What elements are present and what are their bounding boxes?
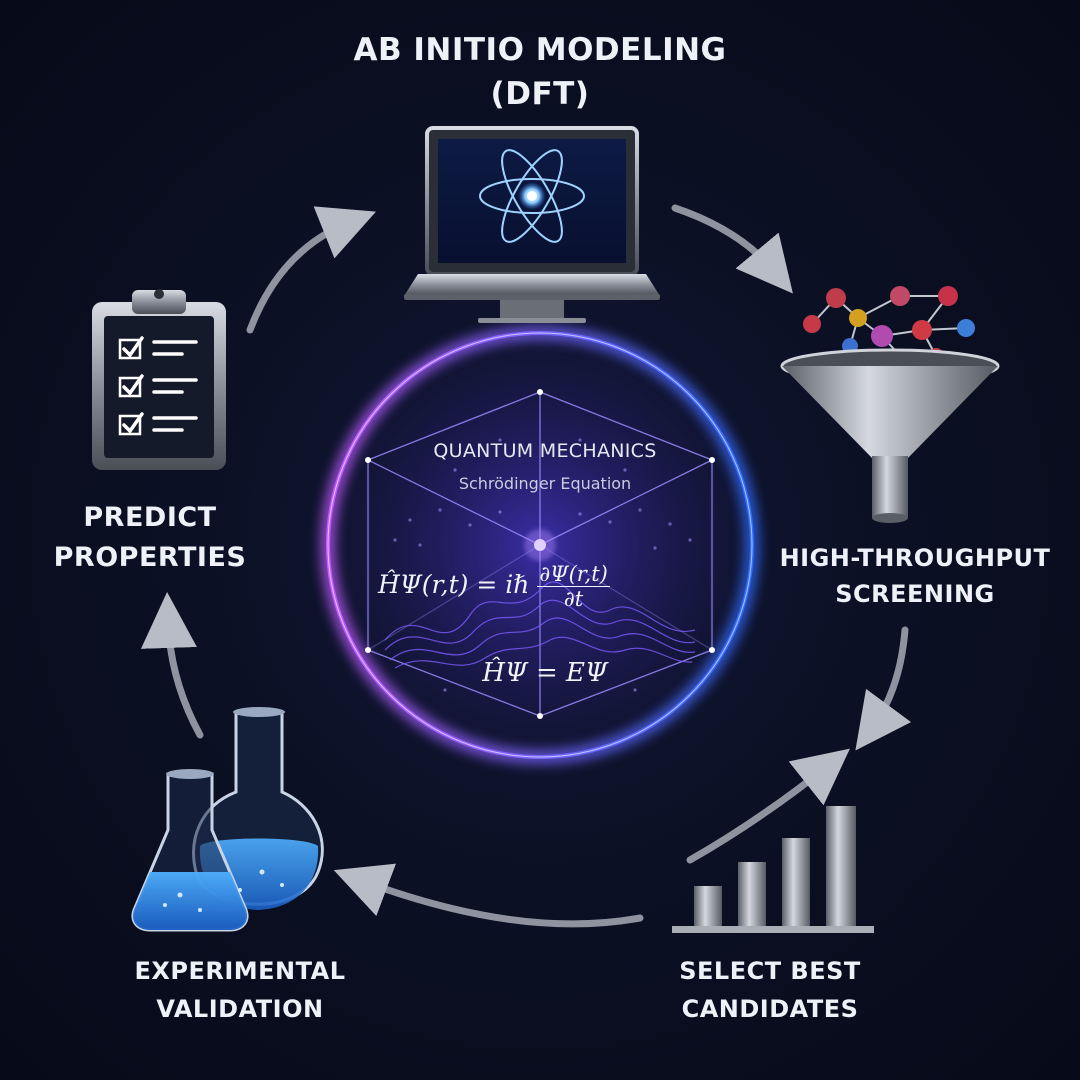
cube-vertices [365, 389, 715, 719]
stage-label-line: (DFT) [490, 76, 590, 112]
cycle-arrows [140, 204, 912, 928]
particle-dots [393, 438, 692, 692]
stage-label-ab-initio: AB INITIO MODELING (DFT) [290, 28, 790, 116]
center-subtitle: Schrödinger Equation [458, 474, 632, 493]
stage-label-line: AB INITIO MODELING [353, 32, 727, 68]
stage-label-screening: HIGH-THROUGHPUT SCREENING [770, 540, 1060, 612]
stage-label-line: VALIDATION [156, 995, 324, 1023]
clipboard-checklist-icon [92, 289, 226, 470]
equation-denominator: ∂t [563, 587, 584, 611]
stage-label-line: PREDICT [83, 502, 217, 533]
laptop-atom-icon [404, 126, 660, 323]
time-dependent-equation: ĤΨ(r,t) = iℏ ∂Ψ(r,t) ∂t [378, 562, 698, 611]
stage-label-experimental-validation: EXPERIMENTAL VALIDATION [110, 952, 370, 1028]
stage-label-line: EXPERIMENTAL [134, 957, 346, 985]
time-independent-equation: ĤΨ = EΨ [482, 658, 608, 688]
bar-chart-icon [672, 806, 874, 933]
center-title: QUANTUM MECHANICS [433, 440, 657, 462]
stage-label-line: SCREENING [835, 580, 995, 608]
equation-numerator: ∂Ψ(r,t) [537, 562, 610, 587]
stage-label-select-candidates: SELECT BEST CANDIDATES [640, 952, 900, 1028]
equation-lhs: ĤΨ(r,t) = iℏ [378, 570, 530, 599]
stage-label-predict-properties: PREDICT PROPERTIES [30, 498, 270, 578]
stage-label-line: PROPERTIES [53, 542, 247, 573]
stage-label-line: CANDIDATES [681, 995, 859, 1023]
stage-label-line: SELECT BEST [679, 957, 861, 985]
equation-fraction: ∂Ψ(r,t) ∂t [537, 562, 610, 611]
quantum-ring [321, 326, 759, 764]
wave-surface [384, 581, 696, 669]
molecule-funnel-icon [780, 286, 1000, 523]
stage-label-line: HIGH-THROUGHPUT [779, 544, 1051, 572]
flasks-icon [131, 707, 324, 932]
